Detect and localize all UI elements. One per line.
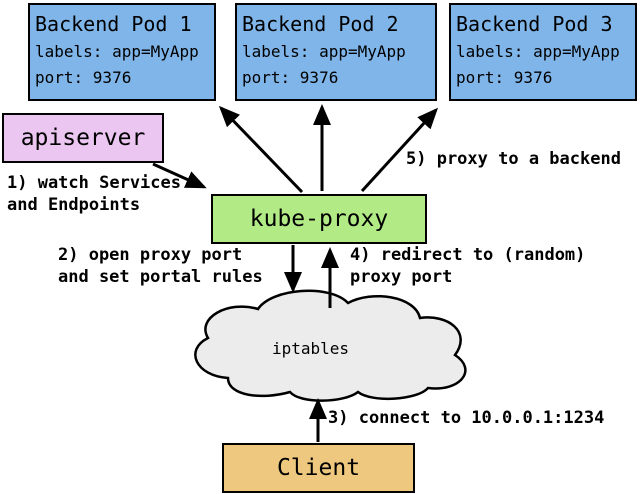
backend-pod-3-port: port: 9376 bbox=[456, 68, 553, 87]
backend-pod-2-labels: labels: app=MyApp bbox=[242, 42, 406, 61]
annotation-step2-open-proxy-port: 2) open proxy port and set portal rules bbox=[58, 245, 263, 287]
backend-pod-1-box: Backend Pod 1 labels: app=MyApp port: 93… bbox=[28, 3, 216, 101]
backend-pod-3-title: Backend Pod 3 bbox=[456, 12, 613, 36]
backend-pod-1-title: Backend Pod 1 bbox=[35, 12, 192, 36]
apiserver-label: apiserver bbox=[20, 125, 146, 151]
annotation-step5-proxy-backend: 5) proxy to a backend bbox=[406, 149, 621, 169]
annotation-step3-connect: 3) connect to 10.0.0.1:1234 bbox=[328, 408, 605, 428]
annotation-step4-redirect: 4) redirect to (random) proxy port bbox=[350, 245, 586, 287]
backend-pod-2-box: Backend Pod 2 labels: app=MyApp port: 93… bbox=[235, 3, 437, 101]
apiserver-box: apiserver bbox=[2, 113, 164, 163]
backend-pod-2-port: port: 9376 bbox=[242, 68, 339, 87]
backend-pod-1-labels: labels: app=MyApp bbox=[35, 42, 199, 61]
backend-pod-1-port: port: 9376 bbox=[35, 68, 132, 87]
iptables-label: iptables bbox=[272, 339, 350, 358]
annotation-step1-watch-services: 1) watch Services and Endpoints bbox=[7, 173, 181, 215]
client-box: Client bbox=[222, 443, 415, 493]
backend-pod-3-labels: labels: app=MyApp bbox=[456, 42, 620, 61]
client-label: Client bbox=[276, 455, 361, 481]
kube-proxy-label: kube-proxy bbox=[249, 206, 389, 232]
arrow-proxy-to-backend-3 bbox=[360, 107, 439, 193]
backend-pod-2-title: Backend Pod 2 bbox=[242, 12, 399, 36]
backend-pod-3-box: Backend Pod 3 labels: app=MyApp port: 93… bbox=[449, 3, 637, 101]
arrow-proxy-to-backend-1 bbox=[218, 105, 304, 194]
arrow-watch-services bbox=[152, 162, 207, 189]
kube-proxy-box: kube-proxy bbox=[211, 194, 427, 244]
iptables-cloud bbox=[194, 289, 467, 402]
